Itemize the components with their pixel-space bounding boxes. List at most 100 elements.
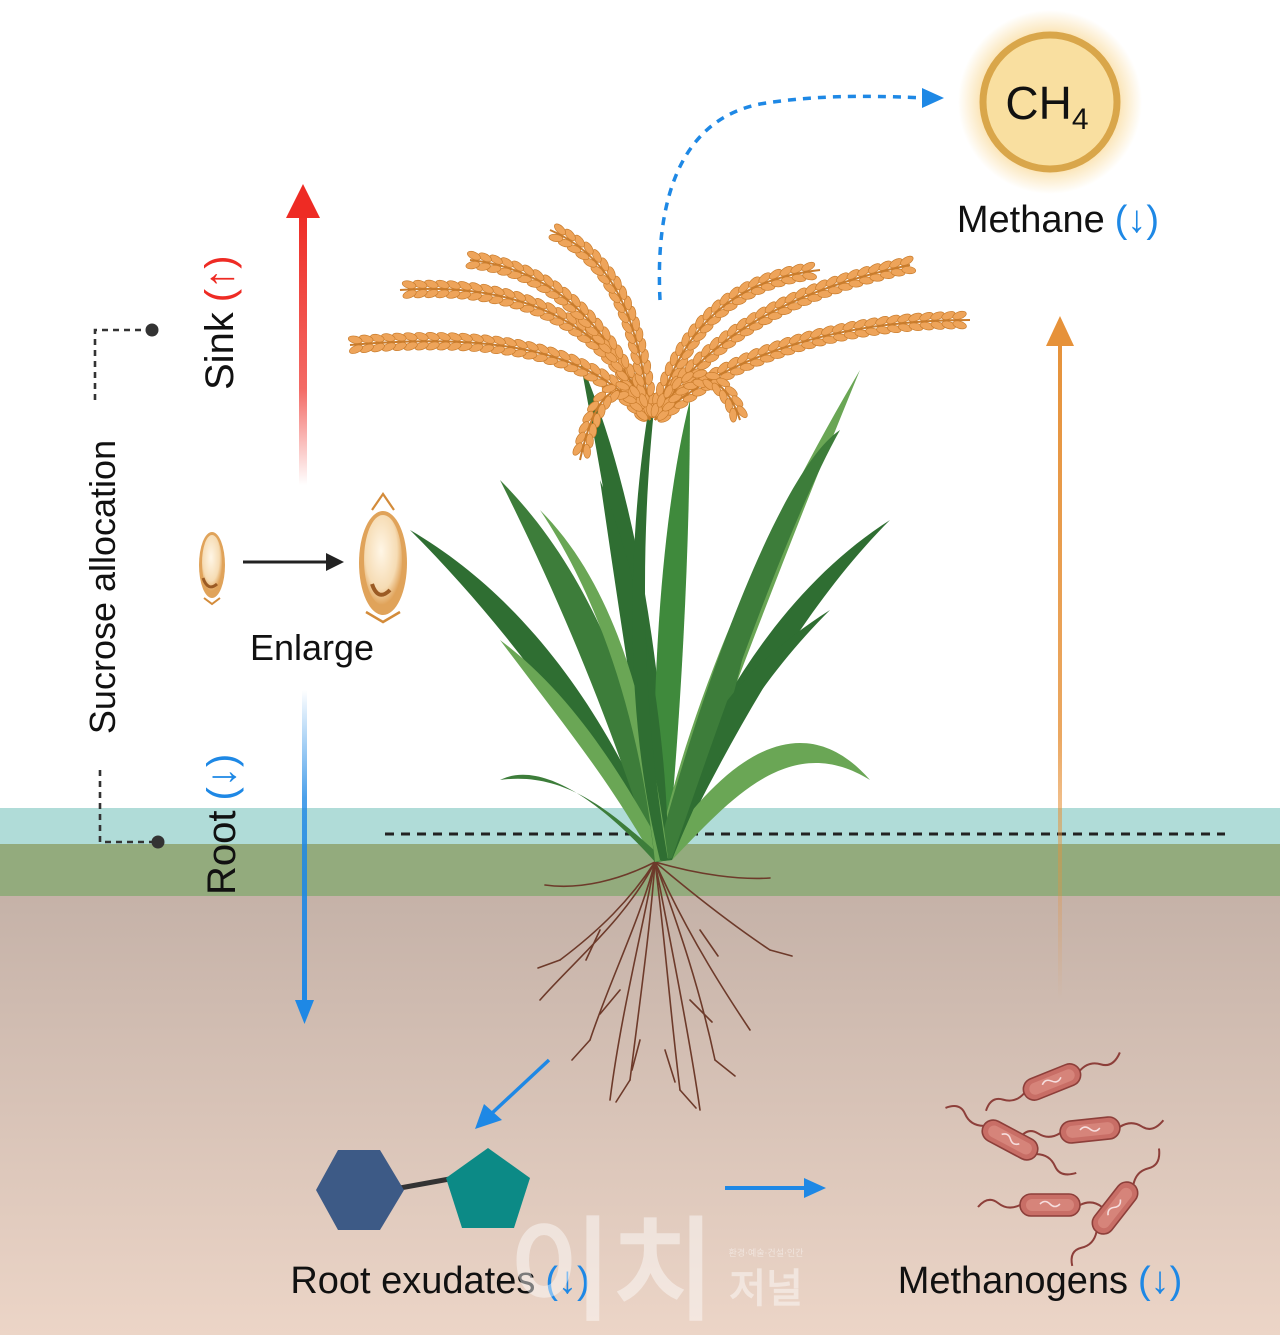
exudate-to-methanogen-arrow [725, 1178, 826, 1198]
rice-grain [587, 400, 600, 413]
plant-roots [537, 861, 793, 1111]
rice-grain [578, 421, 590, 434]
watermark-main: 이치 [509, 1207, 715, 1335]
root-label: Root(↓) [200, 754, 244, 895]
rice-grain [629, 385, 641, 398]
watermark-logo: 이치 환경·예술·건설·인간 저널 [509, 1207, 803, 1335]
rice-grain [594, 317, 604, 332]
rice-grain [900, 255, 914, 266]
rice-plant [347, 223, 971, 862]
rice-grain [347, 335, 363, 344]
rice-grain [599, 368, 611, 381]
root-decrease-indicator: (↓) [200, 754, 244, 801]
rice-grain [589, 362, 601, 375]
rice-grain [548, 233, 564, 242]
rice-grain [731, 395, 744, 408]
rice-grain [618, 285, 628, 301]
rice-grain [736, 405, 748, 419]
rice-grain [513, 290, 527, 302]
rice-grain [500, 257, 514, 268]
methane-decrease-indicator: (↓) [1115, 199, 1159, 241]
rice-grain [669, 351, 679, 366]
rice-grain [736, 317, 748, 331]
pentagon-shape [446, 1148, 530, 1228]
rice-grain [623, 295, 632, 311]
sucrose-allocation-label: Sucrose allocation [82, 440, 123, 734]
rice-grain [465, 260, 481, 270]
rice-grain [728, 286, 741, 299]
rice-grain [638, 393, 649, 408]
rice-grain [801, 261, 816, 272]
sink-increase-indicator: (↑) [198, 256, 242, 303]
rice-grain [635, 327, 644, 343]
rice-grain [709, 337, 720, 351]
rice-grain [578, 301, 589, 316]
rice-grain [401, 280, 417, 289]
rice-grain [729, 407, 738, 423]
rice-grain [692, 351, 703, 365]
rice-grain [790, 263, 804, 274]
rice-grain [664, 361, 673, 377]
rice-grain [660, 371, 669, 387]
rice-grain [692, 369, 707, 379]
large-grain-icon [359, 492, 407, 624]
rice-grain [705, 371, 720, 380]
rice-grain [402, 289, 417, 299]
rice-grain [578, 358, 591, 370]
enlarge-label: Enlarge [250, 627, 374, 668]
rice-grain [522, 264, 535, 276]
rice-grain [467, 250, 481, 261]
watermark-small: 환경·예술·건설·인간 [729, 1247, 804, 1259]
rice-grain [547, 346, 560, 358]
rice-grain [681, 332, 691, 347]
rice-grain [582, 443, 591, 459]
rice-grain [525, 341, 539, 352]
rice-grain [687, 323, 697, 338]
rice-grain [802, 272, 817, 281]
watermark-sub: 저널 [729, 1266, 803, 1312]
rice-grain [638, 338, 647, 353]
rice-grain [702, 306, 713, 321]
methanogens-decrease-indicator: (↓) [1138, 1260, 1182, 1302]
root-exudates-text: Root exudates [290, 1260, 535, 1302]
rice-grain [718, 330, 729, 344]
methanogens-text: Methanogens [898, 1260, 1128, 1302]
rice-grain [555, 307, 568, 319]
rice-grain [561, 286, 573, 300]
rice-grain [719, 292, 731, 306]
rice-grain [568, 353, 581, 365]
rice-grain [632, 316, 640, 332]
rice-grain [779, 266, 793, 277]
rice-grain [564, 228, 576, 241]
rice-grain [511, 260, 524, 272]
rice-grain [758, 272, 772, 284]
rice-grain [681, 371, 694, 383]
rice-leaves [410, 360, 890, 862]
rice-grain [586, 309, 597, 324]
rice-grain [614, 344, 624, 359]
rice-grain [575, 431, 586, 445]
methane-label: Methane(↓) [957, 199, 1159, 241]
rice-grain [468, 282, 483, 292]
rice-grain [671, 376, 683, 390]
ch4-main: CH [1005, 77, 1071, 129]
rice-grain [716, 377, 731, 388]
root-exudates-decrease-indicator: (↓) [545, 1260, 589, 1302]
rice-grain [768, 268, 782, 280]
methanogens-label: Methanogens(↓) [898, 1260, 1183, 1302]
rice-grain [901, 266, 917, 275]
rice-grain [694, 314, 705, 329]
rice-grain [570, 293, 581, 308]
exudate-molecule-icon [316, 1148, 530, 1230]
small-grain-icon [199, 532, 225, 606]
sink-increase-arrow [286, 184, 320, 485]
rice-grain [583, 241, 594, 255]
ch4-subscript: 4 [1072, 103, 1089, 136]
rice-grain [593, 391, 607, 403]
rice-grain [572, 442, 583, 456]
rice-grain [952, 310, 967, 320]
rice-grain [738, 281, 751, 294]
ch4-formula: CH4 [1005, 77, 1088, 136]
rice-grain [534, 298, 547, 310]
